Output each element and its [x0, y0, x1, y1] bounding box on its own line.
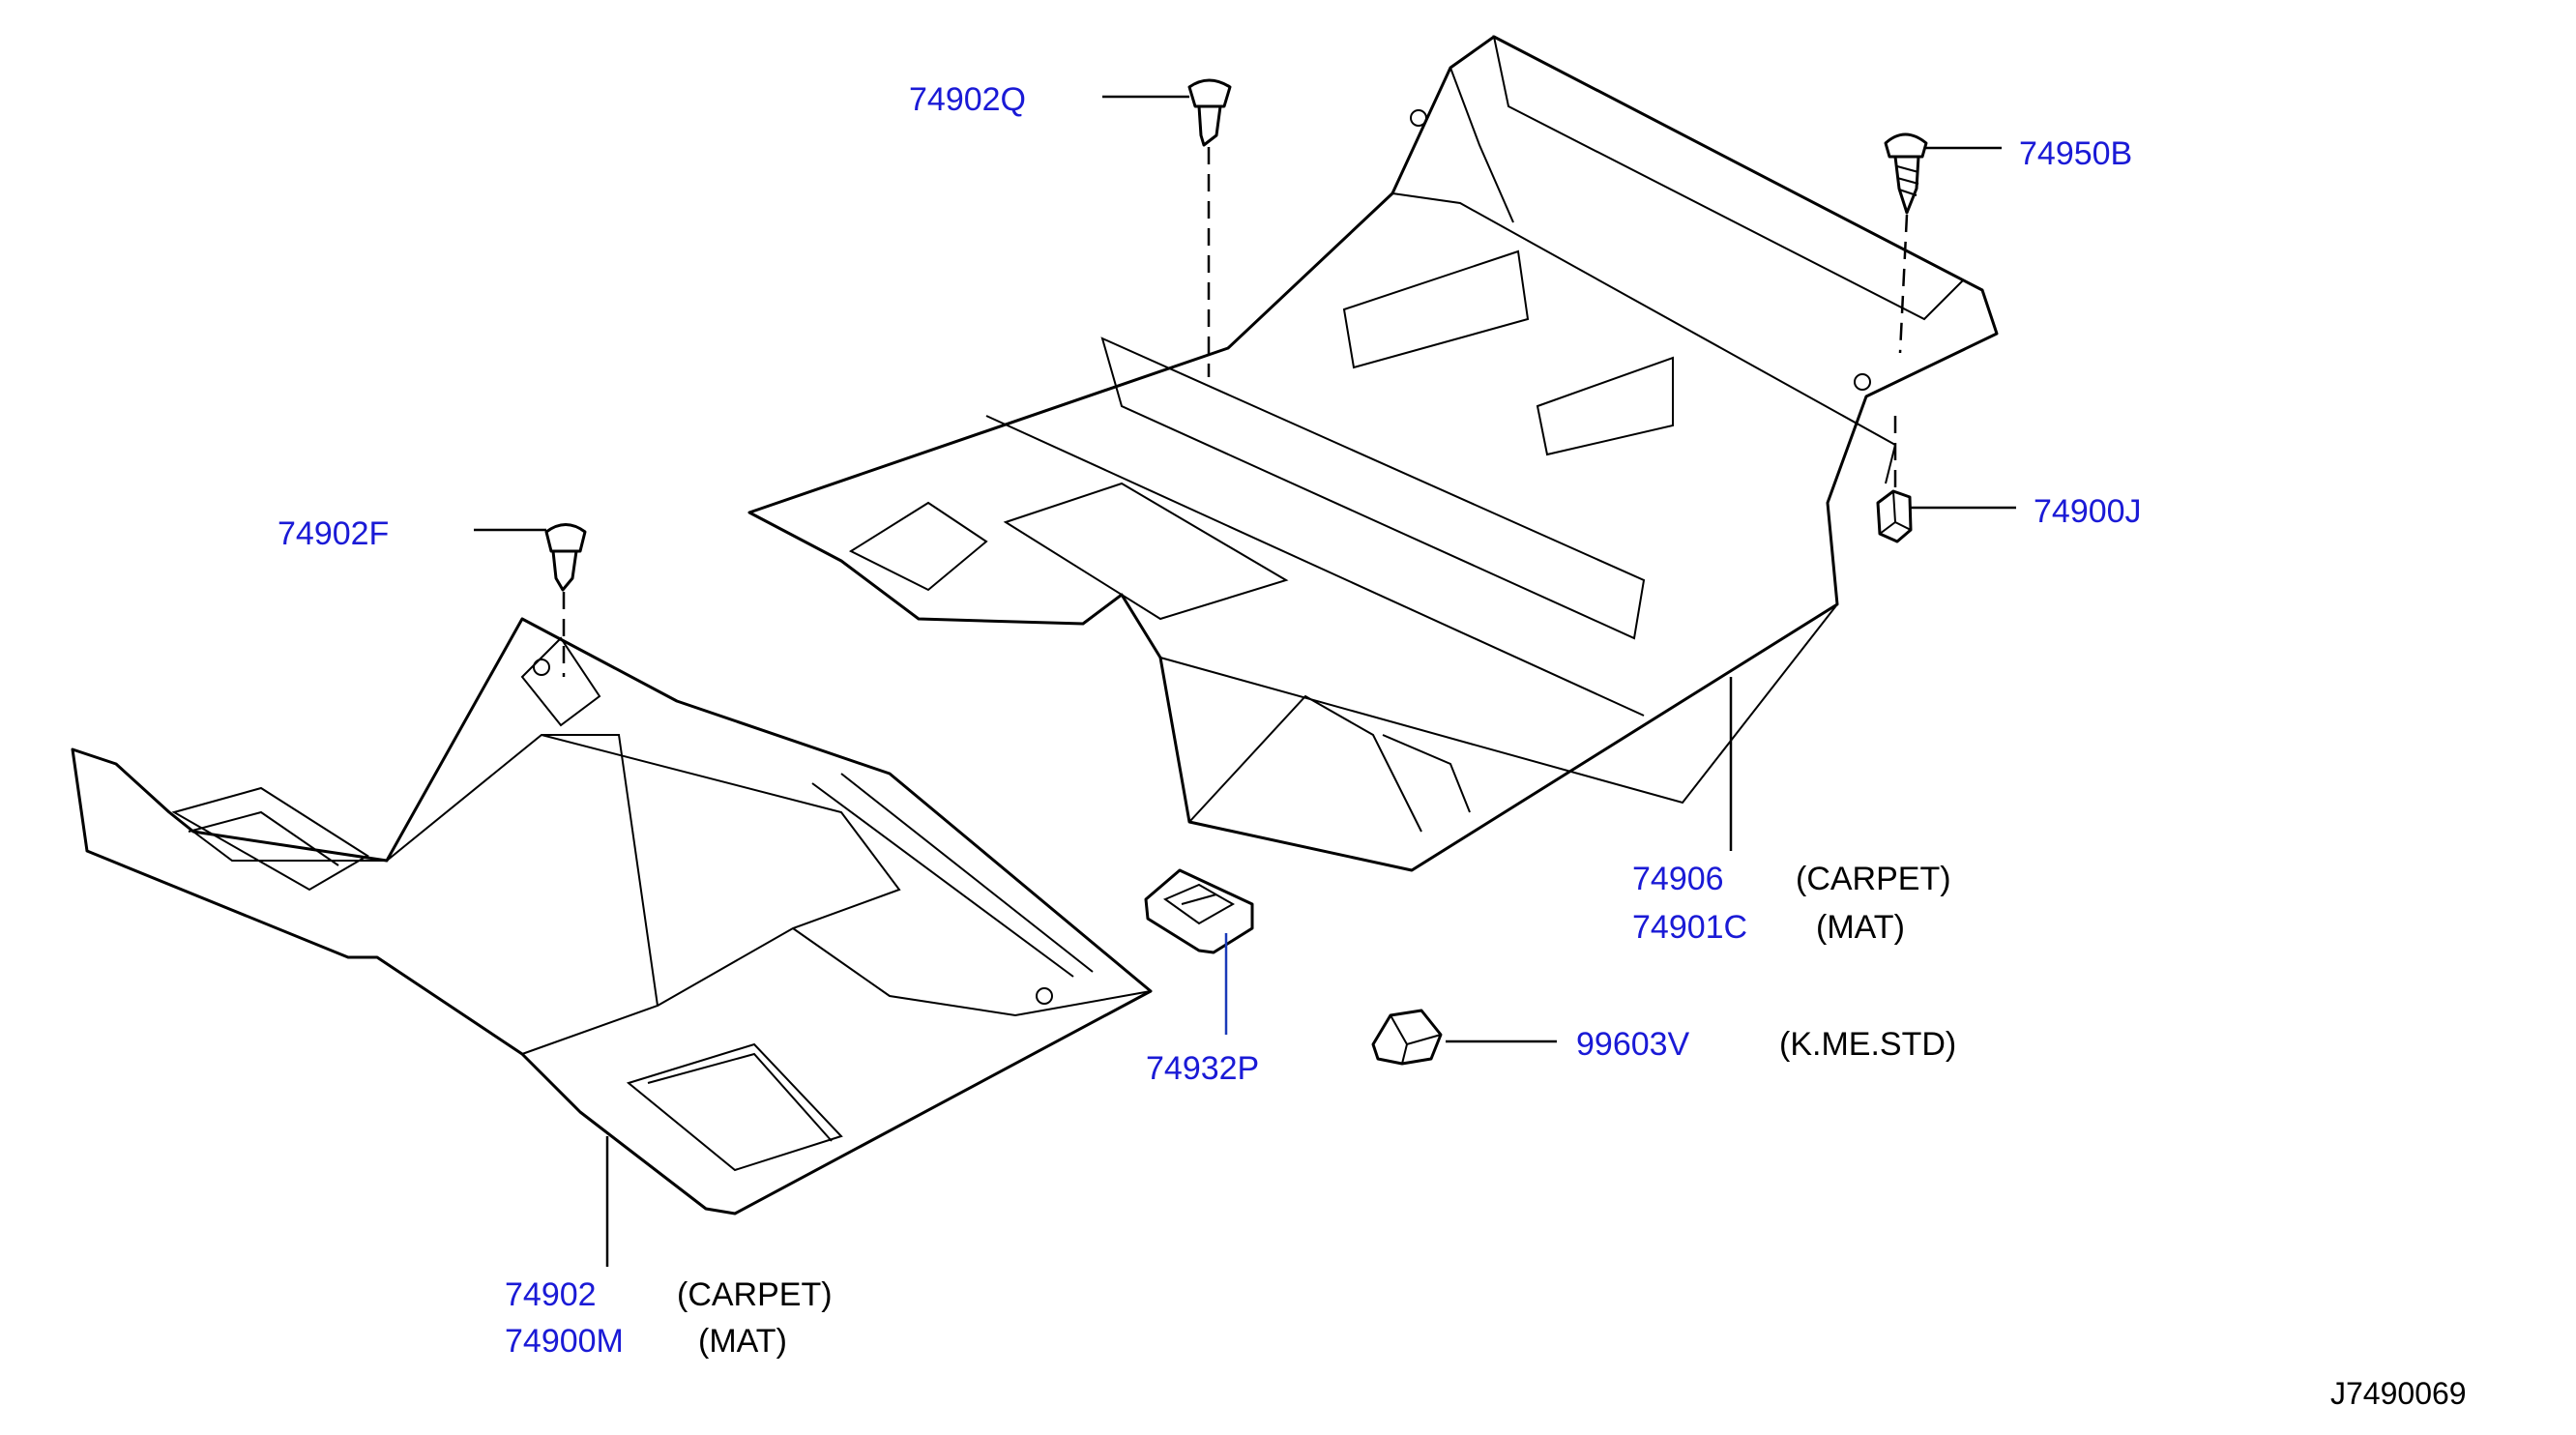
desc-74902: (CARPET): [677, 1276, 833, 1313]
desc-74901c: (MAT): [1816, 909, 1905, 946]
desc-99603v: (K.ME.STD): [1779, 1026, 1957, 1063]
front-floor-carpet: [71, 617, 1153, 1215]
rear-floor-carpet: [747, 35, 1999, 872]
callout-74902f[interactable]: 74902F: [278, 515, 390, 552]
callout-74932p[interactable]: 74932P: [1146, 1050, 1260, 1087]
clip-74902q: [1102, 78, 1232, 377]
callout-74906[interactable]: 74906: [1632, 861, 1724, 897]
desc-74906: (CARPET): [1796, 861, 1951, 897]
callout-74950b[interactable]: 74950B: [2019, 135, 2133, 172]
callout-74901c[interactable]: 74901C: [1632, 909, 1748, 946]
clip-74900j: [1876, 416, 2016, 543]
callout-74900m[interactable]: 74900M: [505, 1323, 624, 1360]
callout-74902q[interactable]: 74902Q: [909, 81, 1026, 118]
clip-74902f: [474, 523, 587, 677]
pad-74932p: [1144, 868, 1254, 1035]
hook-99603v: [1371, 1009, 1557, 1066]
callout-74902[interactable]: 74902: [505, 1276, 597, 1313]
callout-99603v[interactable]: 99603V: [1576, 1026, 1690, 1063]
desc-74900m: (MAT): [698, 1323, 787, 1360]
screw-74950b: [1884, 132, 2002, 354]
callout-74900j[interactable]: 74900J: [2034, 493, 2142, 530]
drawing-number: J7490069: [2330, 1376, 2467, 1411]
